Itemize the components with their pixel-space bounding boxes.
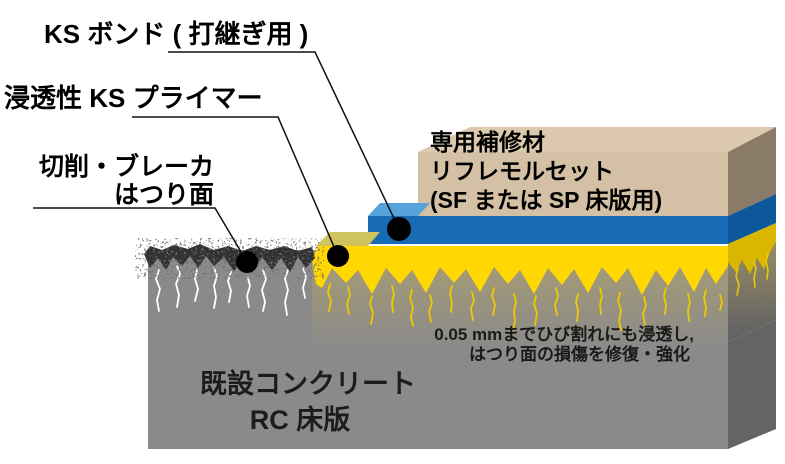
leader-line-bond <box>168 51 400 230</box>
primer-layer-side <box>728 223 776 274</box>
callout-dot-primer <box>327 245 349 267</box>
primer-layer-front <box>312 246 728 295</box>
label-primer: 浸透性 KS プライマー <box>4 83 263 113</box>
bond-layer-side <box>728 194 776 244</box>
callout-dot-chipped <box>236 251 258 273</box>
repair-block-front <box>418 152 728 216</box>
label-chipped-line2: はつり面 <box>114 181 214 209</box>
repair-block-side <box>728 127 776 216</box>
label-repair-line1: 専用補修材 <box>430 129 545 155</box>
crack-lines-white <box>155 265 307 316</box>
label-repair-line2: リフレモルセット <box>430 158 614 184</box>
bond-layer-front <box>368 216 728 244</box>
repair-block-top <box>418 127 776 152</box>
label-base-line2: RC 床版 <box>250 404 351 435</box>
label-base-line1: 既設コンクリート <box>200 368 416 399</box>
label-chipped-line1: 切削・ブレーカ <box>39 152 214 181</box>
leader-line-chipped <box>33 207 248 263</box>
chipped-surface-band <box>144 244 315 273</box>
label-note-line2: はつり面の損傷を修復・強化 <box>469 344 690 364</box>
crack-lines-yellow <box>327 283 723 331</box>
crack-lines-yellow-side <box>735 252 769 296</box>
callout-dot-bond <box>387 217 411 241</box>
label-bond: KS ボンド ( 打継ぎ用 ) <box>44 19 308 49</box>
bond-layer-top <box>368 203 430 216</box>
label-note-line1: 0.05 mmまでひび割れにも浸透し, <box>434 324 694 344</box>
label-repair-line3: (SF または SP 床版用) <box>430 187 662 213</box>
concrete-side <box>728 320 776 449</box>
leader-line-primer <box>132 116 339 257</box>
